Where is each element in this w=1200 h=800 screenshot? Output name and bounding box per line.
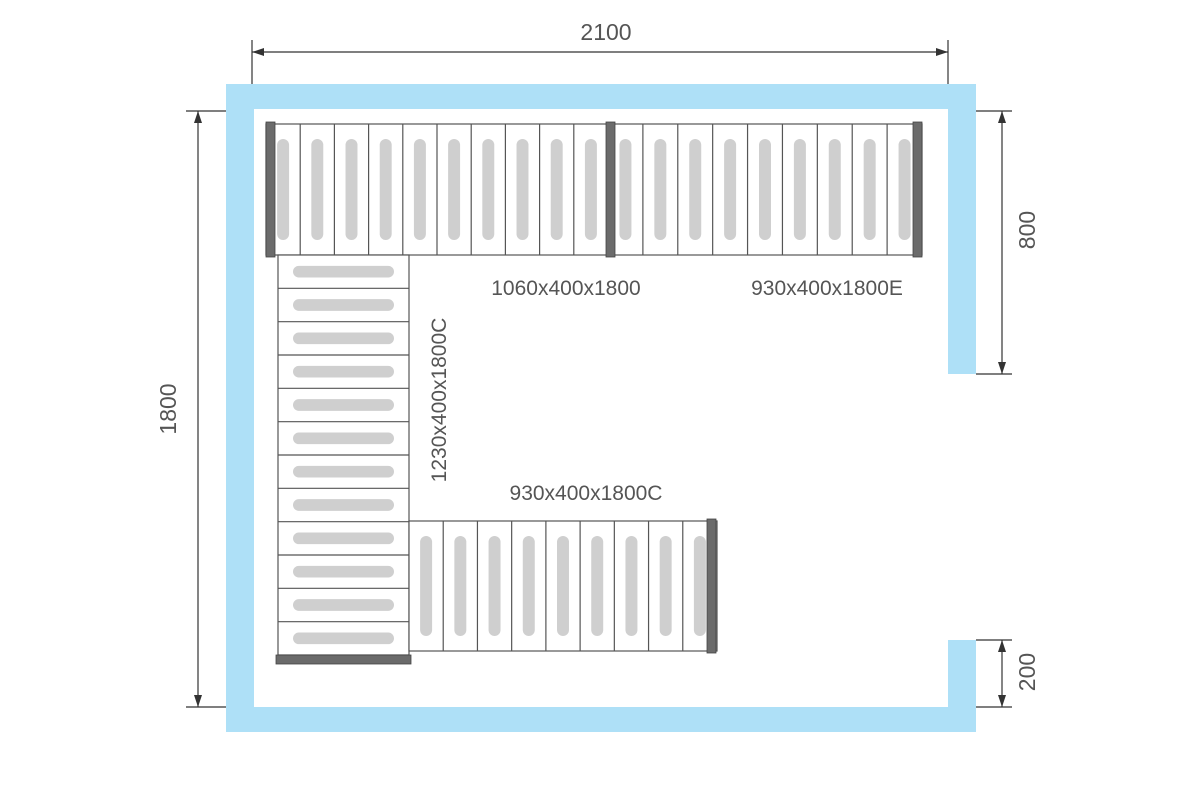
shelf-section-top-left: [265, 121, 609, 258]
slat-slot: [659, 536, 672, 636]
wall-left: [226, 84, 254, 732]
section-label-top-left: 1060x400x1800: [491, 277, 640, 300]
slat-slot: [625, 536, 638, 636]
slat-slot: [293, 332, 394, 345]
slat-slot: [420, 536, 433, 636]
dimension-arrowheads: [194, 48, 1006, 707]
slat-slot: [591, 536, 604, 636]
shelf-section-left: [275, 254, 412, 665]
slat-slot: [277, 139, 290, 240]
slat-slot: [522, 536, 535, 636]
section-label-bottom: 930x400x1800C: [510, 482, 663, 505]
slat-slot: [293, 299, 394, 311]
slat-slot: [488, 536, 501, 636]
slat-slot: [293, 499, 394, 511]
slat-slot: [293, 532, 394, 545]
slat-slot: [293, 432, 394, 445]
slat-slot: [293, 365, 394, 378]
dimension-right-bottom-label: 200: [1014, 653, 1040, 691]
support-post: [605, 121, 616, 258]
wall-top: [226, 84, 976, 109]
slat-slot: [516, 139, 529, 240]
slat-slot: [898, 139, 911, 240]
slat-slot: [448, 139, 461, 240]
slat-slot: [454, 536, 467, 636]
shelf-section-top-right: [605, 121, 923, 258]
slat-slot: [654, 139, 667, 240]
slat-slot: [293, 265, 394, 278]
slat-slot: [584, 139, 597, 240]
slat-slot: [345, 139, 358, 240]
wall-right-lower: [948, 640, 976, 732]
slat-slot: [863, 139, 876, 240]
slat-slot: [759, 139, 771, 240]
room-walls: [226, 84, 976, 732]
slat-slot: [557, 536, 569, 636]
slat-slot: [724, 139, 737, 240]
support-post: [706, 518, 717, 654]
section-label-top-right: 930x400x1800E: [751, 277, 903, 300]
slat-slot: [793, 139, 806, 240]
slat-slot: [482, 139, 495, 240]
slat-slot: [311, 139, 324, 240]
slat-slot: [828, 139, 841, 240]
slat-slot: [413, 139, 426, 240]
dimension-right-top-label: 800: [1014, 211, 1040, 249]
section-label-left: 1230x400x1800C: [428, 318, 451, 483]
slat-slot: [379, 139, 392, 240]
support-post: [912, 121, 923, 258]
dimension-width-label: 2100: [580, 19, 631, 45]
slat-slot: [293, 465, 394, 478]
slat-slot: [293, 599, 394, 611]
slat-slot: [293, 399, 394, 411]
slat-slot: [689, 139, 702, 240]
slat-slot: [693, 536, 706, 636]
slat-slot: [293, 632, 394, 645]
slat-slot: [550, 139, 563, 240]
slat-slot: [293, 565, 394, 578]
support-post: [265, 121, 276, 258]
dimension-lines: [186, 40, 1012, 708]
dimension-height-label: 1800: [155, 383, 181, 434]
slat-slot: [619, 139, 632, 240]
wall-right-upper: [948, 84, 976, 374]
shelf-section-bottom: [408, 518, 718, 654]
wall-bottom: [226, 707, 976, 732]
support-post: [275, 654, 412, 665]
